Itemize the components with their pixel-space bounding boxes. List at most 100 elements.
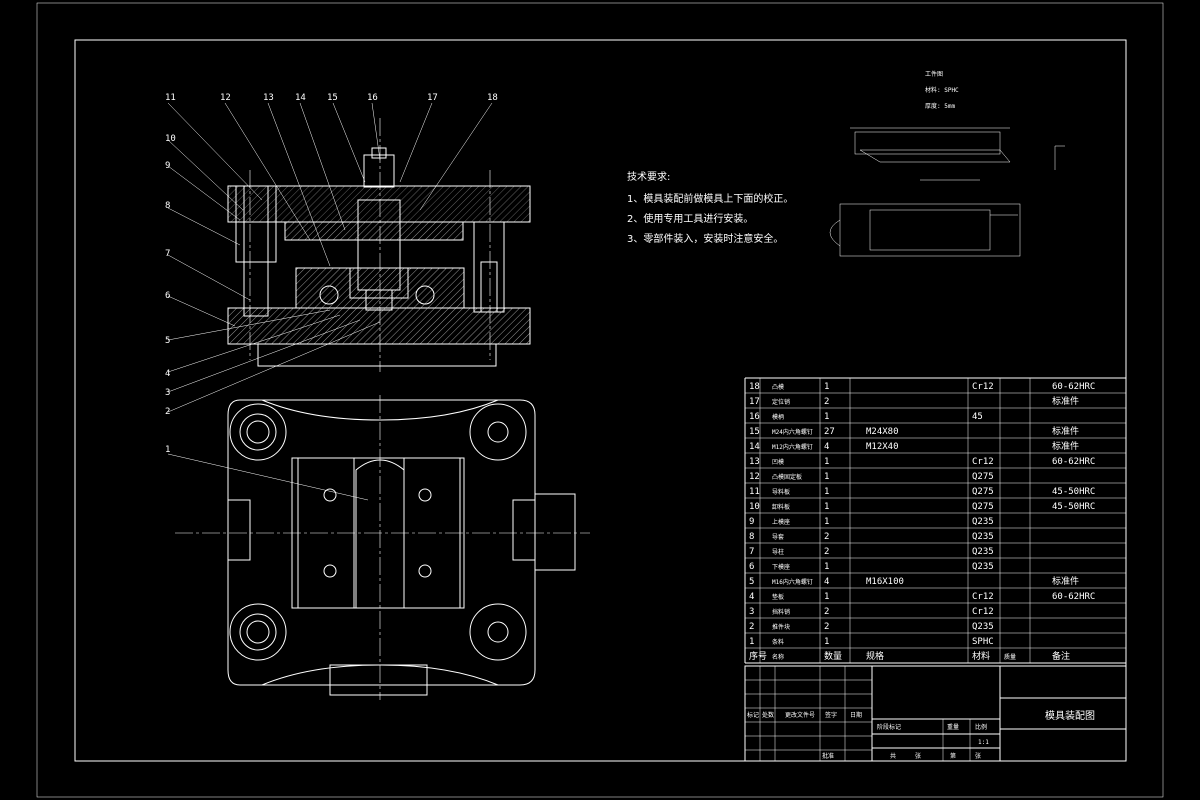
bom-cell-no: 6 bbox=[749, 562, 754, 572]
bom-cell-no: 1 bbox=[749, 637, 754, 647]
tb-weight: 重量 bbox=[947, 723, 959, 731]
tb-sheet-no: 第 bbox=[950, 752, 956, 760]
tb-stage: 阶段标记 bbox=[877, 723, 901, 731]
bom-cell-no: 18 bbox=[749, 382, 760, 392]
callout-14: 14 bbox=[295, 93, 306, 103]
bom-cell-remark: 45-50HRC bbox=[1052, 502, 1095, 512]
bom-cell-no: 14 bbox=[749, 442, 760, 452]
part-thickness: 厚度: 5mm bbox=[925, 102, 955, 110]
bom-cell-material: Q275 bbox=[972, 502, 994, 512]
title-block bbox=[744, 665, 1127, 762]
callout-18: 18 bbox=[487, 93, 498, 103]
bom-cell-no: 2 bbox=[749, 622, 754, 632]
bom-cell-remark: 60-62HRC bbox=[1052, 382, 1095, 392]
bom-cell-name: 下模座 bbox=[772, 563, 790, 571]
bom-cell-remark: 60-62HRC bbox=[1052, 457, 1095, 467]
bom-cell-name: 卸料板 bbox=[772, 503, 790, 511]
bom-cell-qty: 1 bbox=[824, 637, 829, 647]
callout-10: 10 bbox=[165, 134, 176, 144]
bom-cell-name: 导套 bbox=[772, 533, 784, 541]
bom-cell-no: 16 bbox=[749, 412, 760, 422]
bom-cell-name: 导料板 bbox=[772, 488, 790, 496]
tb-label-date: 日期 bbox=[850, 711, 862, 719]
tech-heading: 技术要求: bbox=[627, 170, 670, 183]
bom-cell-qty: 2 bbox=[824, 532, 829, 542]
tb-sheet-unit: 张 bbox=[915, 752, 921, 760]
bom-cell-name: 定位销 bbox=[772, 398, 790, 406]
bom-cell-remark: 60-62HRC bbox=[1052, 592, 1095, 602]
bom-cell-name: 挡料销 bbox=[772, 608, 790, 616]
tb-sheet-total: 共 bbox=[890, 752, 896, 760]
drawing-name: 模具装配图 bbox=[1045, 709, 1095, 722]
bom-cell-no: 13 bbox=[749, 457, 760, 467]
bom-cell-qty: 2 bbox=[824, 547, 829, 557]
tb-scale: 1:1 bbox=[978, 739, 989, 746]
tb-ratio: 比例 bbox=[975, 723, 987, 731]
tb-label-mark: 标记 bbox=[747, 711, 759, 719]
callout-5: 5 bbox=[165, 336, 170, 346]
bom-cell-name: M12内六角螺钉 bbox=[772, 443, 813, 451]
bom-cell-name: 导柱 bbox=[772, 548, 784, 556]
bom-header-remark: 备注 bbox=[1052, 650, 1070, 662]
bom-cell-no: 15 bbox=[749, 427, 760, 437]
bom-cell-qty: 1 bbox=[824, 592, 829, 602]
bom-cell-material: Q235 bbox=[972, 622, 994, 632]
inner-border bbox=[74, 39, 1127, 762]
callout-15: 15 bbox=[327, 93, 338, 103]
bom-cell-material: Q235 bbox=[972, 532, 994, 542]
bom-cell-qty: 1 bbox=[824, 502, 829, 512]
callout-6: 6 bbox=[165, 291, 170, 301]
outer-border bbox=[36, 2, 1164, 798]
bom-cell-qty: 4 bbox=[824, 577, 829, 587]
tech-line-3: 3、零部件装入，安装时注意安全。 bbox=[627, 232, 783, 245]
bom-header-material: 材料 bbox=[972, 650, 990, 662]
bom-cell-name: 凸模 bbox=[772, 383, 784, 391]
bom-cell-name: 垫板 bbox=[772, 593, 784, 601]
callout-9: 9 bbox=[165, 161, 170, 171]
callout-11: 11 bbox=[165, 93, 176, 103]
bom-cell-remark: 标准件 bbox=[1052, 440, 1079, 452]
bom-cell-material: Q235 bbox=[972, 517, 994, 527]
bom-cell-no: 10 bbox=[749, 502, 760, 512]
bom-cell-no: 17 bbox=[749, 397, 760, 407]
bom-cell-material: Cr12 bbox=[972, 382, 994, 392]
callout-17: 17 bbox=[427, 93, 438, 103]
bom-cell-name: 上模座 bbox=[772, 518, 790, 526]
bom-cell-qty: 2 bbox=[824, 607, 829, 617]
part-material: 材料: SPHC bbox=[925, 86, 959, 94]
bom-header-spec: 规格 bbox=[866, 650, 884, 662]
callout-2: 2 bbox=[165, 407, 170, 417]
bom-cell-material: Cr12 bbox=[972, 457, 994, 467]
bom-cell-material: Cr12 bbox=[972, 607, 994, 617]
bom-header-mass: 质量 bbox=[1004, 653, 1016, 661]
bom-cell-remark: 标准件 bbox=[1052, 395, 1079, 407]
callout-16: 16 bbox=[367, 93, 378, 103]
callout-1: 1 bbox=[165, 445, 170, 455]
bom-cell-remark: 标准件 bbox=[1052, 575, 1079, 587]
bom-cell-qty: 2 bbox=[824, 397, 829, 407]
bom-cell-no: 9 bbox=[749, 517, 754, 527]
tb-label-change: 更改文件号 bbox=[785, 711, 815, 719]
bom-cell-spec: M12X40 bbox=[866, 442, 899, 452]
bom-cell-qty: 1 bbox=[824, 412, 829, 422]
tb-sheet-unit-2: 张 bbox=[975, 752, 981, 760]
bom-cell-name: 凹模 bbox=[772, 458, 784, 466]
bom-cell-material: 45 bbox=[972, 412, 983, 422]
bom-cell-qty: 1 bbox=[824, 487, 829, 497]
bom-cell-no: 11 bbox=[749, 487, 760, 497]
bom-cell-remark: 标准件 bbox=[1052, 425, 1079, 437]
bom-cell-name: M16内六角螺钉 bbox=[772, 578, 813, 586]
callout-12: 12 bbox=[220, 93, 231, 103]
bom-header-no: 序号 bbox=[749, 650, 767, 662]
bom-cell-qty: 1 bbox=[824, 517, 829, 527]
callout-7: 7 bbox=[165, 249, 170, 259]
callout-3: 3 bbox=[165, 388, 170, 398]
bom-header-name: 名称 bbox=[772, 653, 784, 661]
bom-cell-name: 凸模固定板 bbox=[772, 473, 802, 481]
bom-cell-no: 5 bbox=[749, 577, 754, 587]
bom-cell-qty: 1 bbox=[824, 457, 829, 467]
tb-label-sign: 签字 bbox=[825, 711, 837, 719]
bom-cell-no: 4 bbox=[749, 592, 754, 602]
bom-cell-material: Cr12 bbox=[972, 592, 994, 602]
